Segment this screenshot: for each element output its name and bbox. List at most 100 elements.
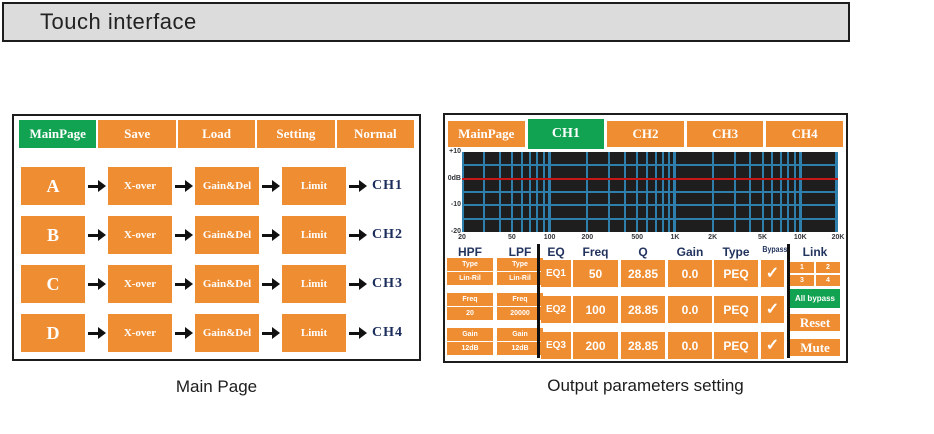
input-a-button[interactable]: A xyxy=(21,167,85,205)
limit-button[interactable]: Limit xyxy=(282,314,346,352)
y-axis-label: 0dB xyxy=(447,174,461,182)
x-over-button[interactable]: X-over xyxy=(108,265,172,303)
gain-del-button[interactable]: Gain&Del xyxy=(195,216,259,254)
eq-row-3-q-cell[interactable]: 28.85 xyxy=(621,332,665,359)
arrow-right-icon xyxy=(85,265,108,303)
reset-button[interactable]: Reset xyxy=(790,314,840,331)
x-over-button[interactable]: X-over xyxy=(108,216,172,254)
tab-mainpage[interactable]: MainPage xyxy=(19,120,97,148)
input-c-button[interactable]: C xyxy=(21,265,85,303)
arrow-right-icon xyxy=(259,314,282,352)
eq-row-2-freq-cell[interactable]: 100 xyxy=(573,296,618,323)
channel-output-label: CH3 xyxy=(372,276,403,291)
arrow-right-icon xyxy=(259,216,282,254)
gain-del-button[interactable]: Gain&Del xyxy=(195,265,259,303)
link-4-button[interactable]: 4 xyxy=(816,275,840,286)
hpf-lin-ril-button[interactable]: Lin-Ril xyxy=(447,272,493,285)
eq-row-1-type-cell[interactable]: PEQ xyxy=(714,260,758,287)
channel-output-label: CH2 xyxy=(372,227,403,242)
main-page-caption: Main Page xyxy=(175,377,258,396)
grid-hline xyxy=(462,164,838,167)
eq-row-2-bypass-cell[interactable]: ✓ xyxy=(761,296,784,323)
y-axis-label: +10 xyxy=(449,148,461,155)
input-b-button[interactable]: B xyxy=(21,216,85,254)
tab-save[interactable]: Save xyxy=(98,120,176,148)
lpf-freq-button[interactable]: Freq xyxy=(497,293,543,306)
lpf-20000-button[interactable]: 20000 xyxy=(497,307,543,320)
routing-row-b: B X-over Gain&Del Limit CH2 xyxy=(21,216,403,254)
eq-row-2-gain-cell[interactable]: 0.0 xyxy=(668,296,712,323)
eq-row-2-q-cell[interactable]: 28.85 xyxy=(621,296,665,323)
gain-del-button[interactable]: Gain&Del xyxy=(195,167,259,205)
eq-col-header-bypass: Bypass xyxy=(762,245,788,254)
arrow-right-icon xyxy=(85,314,108,352)
hpf-gain-button[interactable]: Gain xyxy=(447,328,493,341)
limit-button[interactable]: Limit xyxy=(282,167,346,205)
tab-ch4[interactable]: CH4 xyxy=(766,121,843,147)
eq-row-1-freq-cell[interactable]: 50 xyxy=(573,260,618,287)
link-1-button[interactable]: 1 xyxy=(790,262,814,273)
tab-ch3[interactable]: CH3 xyxy=(686,121,764,147)
eq-row-3-bypass-cell[interactable]: ✓ xyxy=(761,332,784,359)
tab-ch2[interactable]: CH2 xyxy=(607,121,684,147)
x-axis-label: 50 xyxy=(507,234,516,241)
hpf-type-button[interactable]: Type xyxy=(447,258,493,271)
x-axis-label: 1K xyxy=(670,234,680,241)
page-title: Touch interface xyxy=(40,9,197,34)
hpf-freq-button[interactable]: Freq xyxy=(447,293,493,306)
eq-row-3-eq-cell[interactable]: EQ3 xyxy=(541,332,571,359)
arrow-right-icon xyxy=(259,167,282,205)
tab-normal[interactable]: Normal xyxy=(336,120,415,148)
link-3-button[interactable]: 3 xyxy=(790,275,814,286)
eq-row-2-type-cell[interactable]: PEQ xyxy=(714,296,758,323)
eq-row-3-gain-cell[interactable]: 0.0 xyxy=(668,332,712,359)
eq-row-1-gain-cell[interactable]: 0.0 xyxy=(668,260,712,287)
eq-row-3-freq-cell[interactable]: 200 xyxy=(573,332,618,359)
hpf-20-button[interactable]: 20 xyxy=(447,307,493,320)
link-2-button[interactable]: 2 xyxy=(816,262,840,273)
mute-button[interactable]: Mute xyxy=(790,339,840,356)
x-axis-label: 500 xyxy=(631,234,644,241)
input-d-button[interactable]: D xyxy=(21,314,85,352)
arrow-right-icon xyxy=(259,265,282,303)
x-axis-label: 200 xyxy=(581,234,594,241)
arrow-right-icon xyxy=(346,216,369,254)
check-icon: ✓ xyxy=(765,264,780,282)
tab-mainpage[interactable]: MainPage xyxy=(448,121,525,147)
eq-row-1-q-cell[interactable]: 28.85 xyxy=(621,260,665,287)
arrow-right-icon xyxy=(346,265,369,303)
check-icon: ✓ xyxy=(765,300,780,318)
eq-row-1-eq-cell[interactable]: EQ1 xyxy=(541,260,571,287)
limit-button[interactable]: Limit xyxy=(282,216,346,254)
arrow-right-icon xyxy=(172,314,195,352)
x-over-button[interactable]: X-over xyxy=(108,314,172,352)
eq-col-header-q: Q xyxy=(638,245,648,259)
eq-row-2-eq-cell[interactable]: EQ2 xyxy=(541,296,571,323)
lpf-12db-button[interactable]: 12dB xyxy=(497,342,543,355)
lpf-lin-ril-button[interactable]: Lin-Ril xyxy=(497,272,543,285)
x-over-button[interactable]: X-over xyxy=(108,167,172,205)
eq-col-header-freq: Freq xyxy=(582,245,609,259)
all-bypass-button[interactable]: All bypass xyxy=(790,289,840,308)
eq-row-1-bypass-cell[interactable]: ✓ xyxy=(761,260,784,287)
tab-ch1[interactable]: CH1 xyxy=(527,119,605,149)
hpf-12db-button[interactable]: 12dB xyxy=(447,342,493,355)
y-axis-label: -20 xyxy=(450,228,461,235)
grid-hline xyxy=(462,204,838,207)
eq-col-header-eq: EQ xyxy=(547,245,565,259)
tab-load[interactable]: Load xyxy=(177,120,256,148)
routing-row-c: C X-over Gain&Del Limit CH3 xyxy=(21,265,403,303)
lpf-gain-button[interactable]: Gain xyxy=(497,328,543,341)
lpf-type-button[interactable]: Type xyxy=(497,258,543,271)
gain-del-button[interactable]: Gain&Del xyxy=(195,314,259,352)
limit-button[interactable]: Limit xyxy=(282,265,346,303)
eq-col-header-gain: Gain xyxy=(676,245,704,259)
arrow-right-icon xyxy=(346,167,369,205)
tab-setting[interactable]: Setting xyxy=(257,120,335,148)
eq-row-3-type-cell[interactable]: PEQ xyxy=(714,332,758,359)
